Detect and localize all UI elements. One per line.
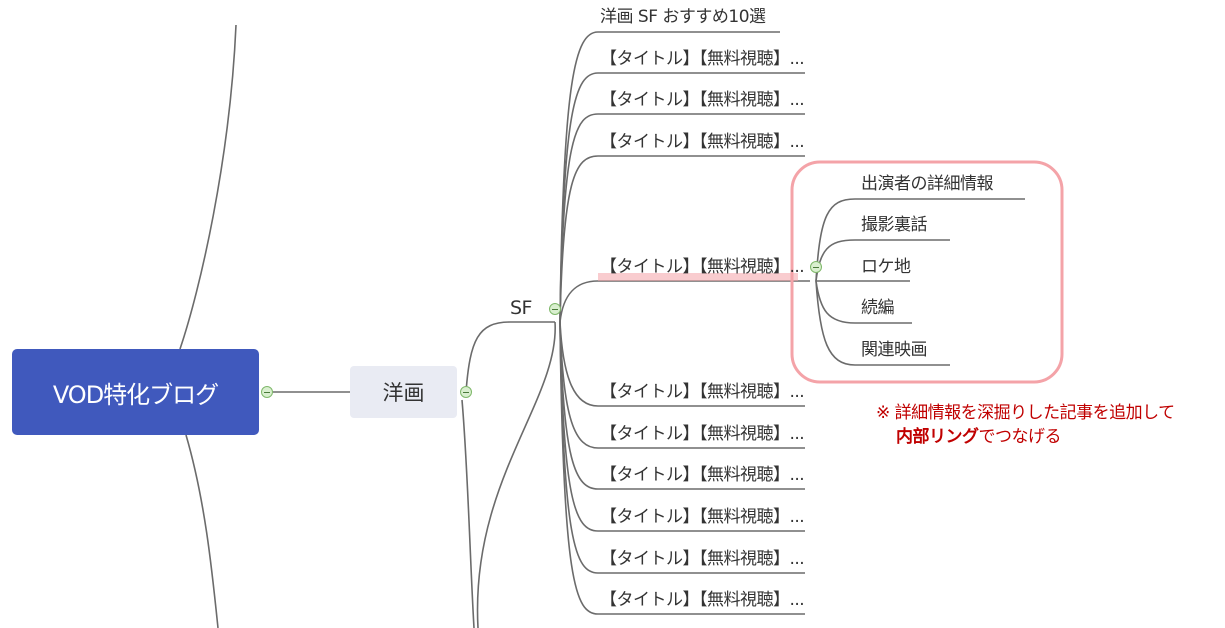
detail-to-4 [815, 280, 950, 366]
detail-collapse-icon[interactable] [810, 261, 822, 273]
sf-to-child-4 [559, 280, 810, 323]
sf-to-child-2 [559, 113, 805, 323]
sf-child[interactable]: 【タイトル】【無料視聴】... [600, 90, 805, 110]
detail-child[interactable]: 撮影裏話 [861, 215, 928, 235]
sf-child[interactable]: 【タイトル】【無料視聴】... [600, 382, 805, 402]
detail-highlight-box [790, 160, 1064, 384]
detail-child[interactable]: 続編 [861, 298, 895, 318]
root-branch-up [179, 24, 237, 350]
sf-child[interactable]: 【タイトル】【無料視聴】... [600, 424, 805, 444]
note-line-1: ※ 詳細情報を深掘りした記事を追加して [876, 403, 1175, 423]
root-collapse-icon[interactable] [261, 386, 273, 398]
detail-child[interactable]: ロケ地 [861, 257, 911, 277]
topic-label: 洋画 [382, 381, 425, 405]
note-bold: 内部リング [896, 427, 979, 447]
sf-down-tail [476, 321, 556, 628]
subtopic-collapse-icon[interactable] [549, 303, 561, 315]
sf-child[interactable]: 【タイトル】【無料視聴】... [600, 590, 805, 610]
note-rest: でつなげる [978, 427, 1062, 447]
title-highlight [598, 273, 798, 281]
detail-to-3 [815, 280, 912, 324]
detail-child[interactable]: 関連映画 [861, 340, 928, 360]
sf-child[interactable]: 【タイトル】【無料視聴】... [600, 132, 805, 152]
detail-to-0 [815, 198, 1025, 282]
detail-child[interactable]: 出演者の詳細情報 [861, 174, 994, 194]
sf-child-highlighted[interactable]: 【タイトル】【無料視聴】... [600, 257, 805, 277]
sf-child[interactable]: 【タイトル】【無料視聴】... [600, 49, 805, 69]
annotation-note: ※ 詳細情報を深掘りした記事を追加して 内部リングでつなげる [876, 401, 1175, 449]
note-line-2: 内部リングでつなげる [876, 425, 1175, 449]
subtopic-node-sf[interactable]: SF [510, 297, 533, 319]
sf-to-child-10 [559, 321, 805, 615]
yoga-down [461, 399, 475, 628]
topic-node-yoga[interactable]: 洋画 [350, 366, 457, 418]
sf-to-child-3 [559, 155, 805, 323]
topic-collapse-icon[interactable] [460, 386, 472, 398]
root-label: VOD特化ブログ [52, 380, 219, 409]
root-branch-down [185, 434, 219, 628]
sf-child[interactable]: 洋画 SF おすすめ10選 [600, 7, 766, 27]
sf-child[interactable]: 【タイトル】【無料視聴】... [600, 507, 805, 527]
sf-child[interactable]: 【タイトル】【無料視聴】... [600, 465, 805, 485]
sf-child[interactable]: 【タイトル】【無料視聴】... [600, 549, 805, 569]
root-node[interactable]: VOD特化ブログ [12, 349, 259, 435]
yoga-to-sf [465, 321, 555, 393]
